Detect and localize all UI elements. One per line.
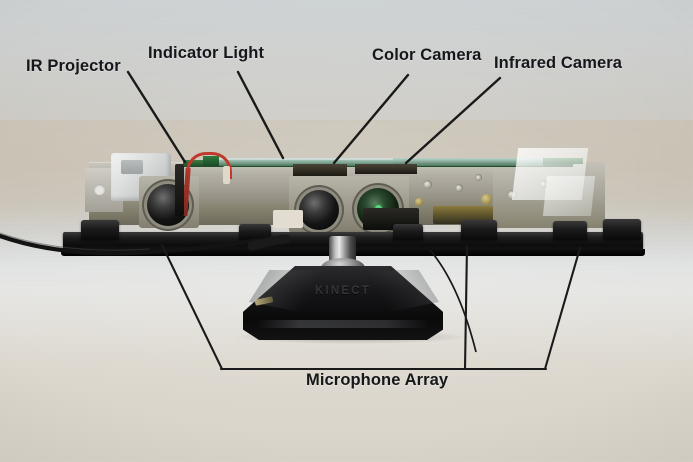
left-connector-block xyxy=(175,164,184,216)
color-camera-window xyxy=(293,164,347,176)
chassis-hole-2 xyxy=(455,184,463,192)
leader-line-microphone-right xyxy=(543,246,582,371)
chassis-hole-1 xyxy=(423,180,432,189)
leader-line-ir-projector xyxy=(126,70,187,164)
kinect-brand-mark: KINECT xyxy=(314,285,371,297)
cable-ferrite-sleeve xyxy=(247,234,291,251)
label-ir-projector: IR Projector xyxy=(26,57,121,75)
white-label-sticker xyxy=(223,166,230,184)
microphone-capsule xyxy=(393,224,423,240)
color-camera-lens xyxy=(299,190,339,230)
chassis-hole-3 xyxy=(475,174,482,181)
indicator-light-red-wire xyxy=(186,152,232,179)
label-microphone-array: Microphone Array xyxy=(306,371,449,389)
microphone-capsule xyxy=(239,224,271,240)
white-insulator xyxy=(273,210,303,228)
leader-line-infrared-camera xyxy=(404,76,502,165)
leader-line-microphone-mid xyxy=(463,244,469,371)
microphone-capsule xyxy=(461,220,497,240)
microphone-capsule xyxy=(553,221,587,240)
label-infrared-camera: Infrared Camera xyxy=(494,54,623,72)
usb-power-cable xyxy=(0,233,261,256)
chassis-screw-1 xyxy=(481,194,492,205)
front-glass-strip xyxy=(213,158,543,166)
base-bottom-highlight xyxy=(257,320,429,328)
microphone-capsule xyxy=(603,219,641,240)
label-color-camera: Color Camera xyxy=(372,46,482,64)
right-wiring-harness xyxy=(433,206,493,224)
infrared-camera-window xyxy=(355,164,417,174)
chassis-screw-2 xyxy=(415,198,423,206)
ir-projector-housing-detail xyxy=(121,160,143,174)
label-indicator-light: Indicator Light xyxy=(148,44,265,62)
indicator-light-led xyxy=(203,156,219,166)
leader-line-color-camera xyxy=(332,73,410,165)
leader-line-microphone-left xyxy=(160,243,224,371)
microphone-capsule xyxy=(81,220,119,240)
bracket-screw-hole xyxy=(94,184,105,195)
kinect-tilt-base: KINECT xyxy=(243,236,443,340)
usb-cable-highlight xyxy=(0,232,151,251)
thin-wire-right xyxy=(429,249,477,353)
leader-line-indicator-light xyxy=(236,70,285,160)
